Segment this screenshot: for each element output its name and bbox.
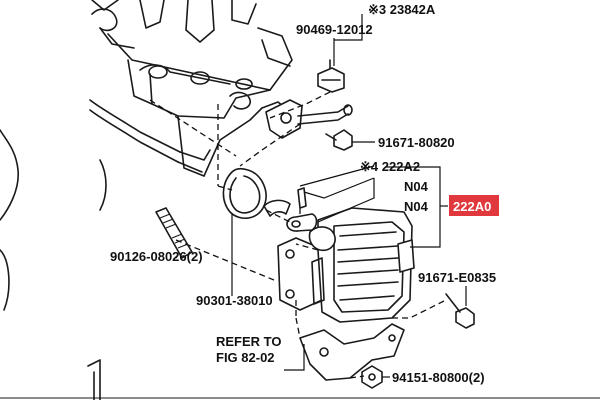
pipe-clamp-drawing — [317, 59, 345, 93]
label-90126-08026: 90126-08026(2) — [110, 249, 203, 264]
label-222a0: 222A0 — [453, 199, 491, 214]
lower-bracket-drawing — [299, 323, 405, 381]
bushing-part-drawing — [286, 213, 318, 232]
assembly-dashed-lines — [149, 91, 447, 379]
gasket-90301-38010-drawing — [222, 167, 267, 219]
label-ref-23842a: ※3 23842A — [368, 2, 436, 17]
stud-90126-drawing — [155, 207, 193, 259]
bottom-left-fragment — [87, 359, 101, 400]
label-90469-12012: 90469-12012 — [296, 22, 373, 37]
callout-labels: ※3 23842A 90469-12012 91671-80820 ※4 222… — [110, 2, 496, 385]
label-refer-to: REFER TO — [216, 334, 282, 349]
lever-part-drawing — [263, 199, 291, 217]
label-91671-e0835: 91671-E0835 — [418, 270, 496, 285]
label-ref-222a2: ※4 222A2 — [360, 159, 420, 174]
nut-94151-drawing — [361, 365, 383, 389]
label-90301-38010: 90301-38010 — [196, 293, 273, 308]
leader-lines — [175, 14, 467, 378]
label-n04-pin: N04 — [404, 179, 429, 194]
vacuum-pipe-drawing — [89, 99, 211, 173]
highlight-box — [449, 195, 499, 216]
label-fig-82-02: FIG 82-02 — [216, 350, 275, 365]
highlighted-part-222a0[interactable]: 222A0 — [449, 195, 499, 216]
bolt-91671-80820-drawing — [325, 129, 353, 151]
engine-head-drawing — [91, 0, 293, 177]
label-n04-bushing: N04 — [404, 199, 429, 214]
bolt-91671-e0835-drawing — [445, 293, 475, 329]
actuator-222a0-drawing — [277, 207, 415, 323]
label-91671-80820: 91671-80820 — [378, 135, 455, 150]
label-94151-80800: 94151-80800(2) — [392, 370, 485, 385]
pin-part-drawing — [297, 187, 307, 209]
cylinder-block-outline — [0, 129, 107, 311]
